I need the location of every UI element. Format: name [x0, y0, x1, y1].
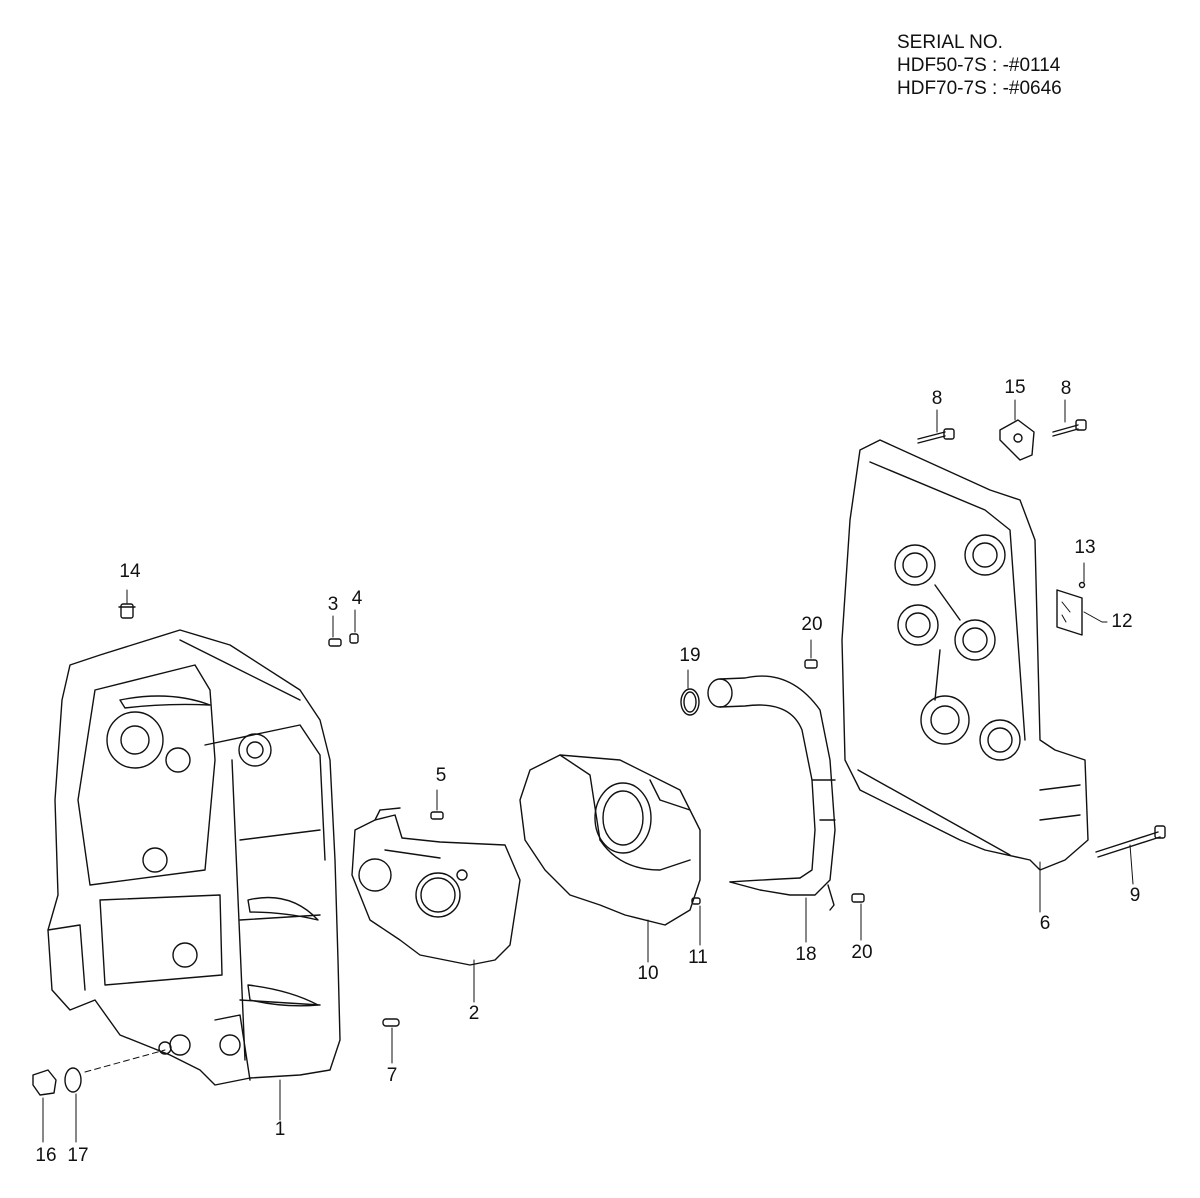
- serial-line-hdf50: HDF50-7S : -#0114: [897, 55, 1061, 76]
- part-18-pipe: [707, 675, 836, 911]
- part-6-rear-housing: [841, 439, 1089, 871]
- callout-3: 3: [327, 594, 339, 615]
- callout-20-lower: 20: [851, 942, 873, 963]
- callout-16: 16: [35, 1145, 57, 1166]
- callout-14: 14: [119, 561, 141, 582]
- part-17-o-ring: [64, 1067, 82, 1093]
- part-5-screw: [430, 811, 444, 820]
- callout-10: 10: [637, 963, 659, 984]
- serial-number-block: SERIAL NO. HDF50-7S : -#0114 HDF70-7S : …: [897, 31, 1062, 100]
- part-3-screw: [328, 638, 342, 647]
- callout-5: 5: [435, 765, 447, 786]
- part-12-plate: [1056, 589, 1083, 636]
- part-8-bolt-left: [917, 428, 955, 444]
- callout-7: 7: [386, 1065, 398, 1086]
- part-9-long-bolt: [1095, 825, 1166, 858]
- part-13-screw: [1078, 581, 1086, 589]
- callout-12: 12: [1111, 611, 1133, 632]
- callout-13: 13: [1074, 537, 1096, 558]
- callout-2: 2: [468, 1003, 480, 1024]
- part-10-shield: [519, 754, 701, 926]
- callout-18: 18: [795, 944, 817, 965]
- callout-11: 11: [688, 947, 708, 968]
- callout-19: 19: [679, 645, 701, 666]
- leader-lines: [42, 399, 1134, 1143]
- part-16-plug: [32, 1069, 57, 1096]
- part-20-fitting-lower: [851, 893, 865, 903]
- part-1-housing: [47, 629, 341, 1086]
- callout-17: 17: [67, 1145, 89, 1166]
- callout-20-upper: 20: [801, 614, 823, 635]
- callout-6: 6: [1039, 913, 1051, 934]
- callout-4: 4: [351, 588, 363, 609]
- part-11-screw: [691, 897, 701, 905]
- serial-title: SERIAL NO.: [897, 32, 1003, 53]
- part-8-bolt-right: [1052, 419, 1087, 437]
- part-20-fitting-upper: [804, 659, 818, 669]
- part-4-nut: [349, 633, 359, 644]
- serial-line-hdf70: HDF70-7S : -#0646: [897, 78, 1062, 99]
- callout-9: 9: [1129, 885, 1141, 906]
- part-15-bracket: [999, 419, 1035, 461]
- part-19-o-ring: [680, 688, 700, 716]
- callout-1: 1: [274, 1119, 286, 1140]
- part-14-plug: [118, 603, 136, 619]
- callout-8-right: 8: [1060, 378, 1072, 399]
- part-2-cover: [351, 807, 521, 966]
- callout-15: 15: [1004, 377, 1026, 398]
- part-7-pin: [382, 1018, 400, 1027]
- callout-8-left: 8: [931, 388, 943, 409]
